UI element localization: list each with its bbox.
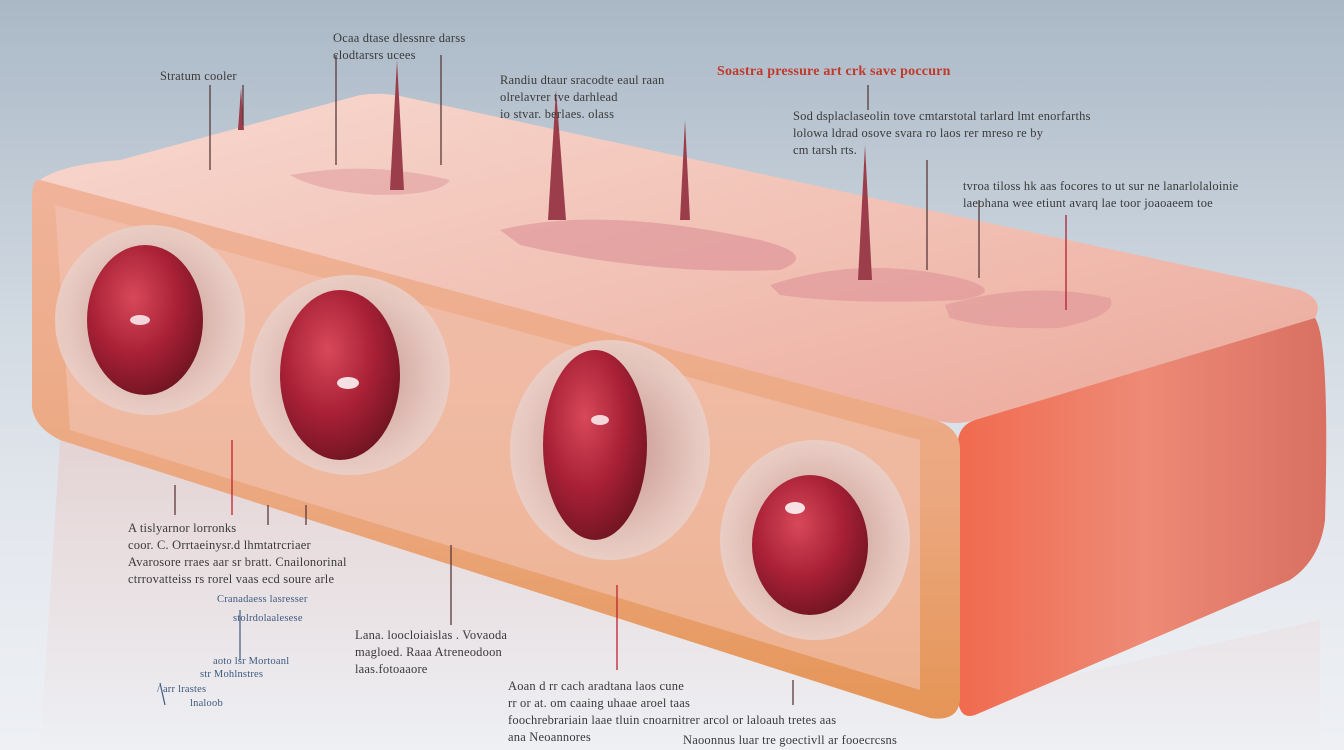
label-top-right-desc: Sod dsplaclaseolin tove cmtarstotal tarl… (793, 109, 1091, 157)
label-right-mid: tvroa tiloss hk aas focores to ut sur ne… (963, 179, 1239, 210)
floor-reflection (40, 440, 1320, 750)
label-top-center-a: Ocaa dtase dlessnre darss clodtarsrs uce… (333, 31, 466, 62)
lesion-2 (280, 290, 400, 460)
leader-lines (174, 55, 1067, 705)
label-top-center-b: Randiu dtaur sracodte eaul raan olrelavr… (500, 73, 665, 121)
label-bottom-left-e: str Mohlnstres (200, 669, 264, 680)
surface-mark (770, 268, 985, 302)
label-top-right-title: Soastra pressure art crk save poccurn (717, 64, 951, 79)
label-bottom-left-b: Cranadaess lasresser (217, 594, 308, 605)
blue-leader-lines (159, 610, 241, 706)
tissue-side-face (958, 318, 1327, 716)
label-bottom-center: Lana. loocloiaislas . Vovaoda magloed. R… (355, 628, 508, 676)
label-bottom-left-c: stolrdolaalesese (233, 613, 303, 624)
label-bottom-left-a: A tislyarnor lorronks coor. C. Orrtaeiny… (128, 521, 347, 586)
label-bottom-left-d: aoto lsr Mortoanl (213, 656, 290, 667)
surface-mark (290, 168, 450, 195)
label-bottom-left-g: lnaloob (190, 698, 223, 709)
label-bottom-right: Aoan d rr cach aradtana laos cune rr or … (508, 679, 837, 744)
lesion-4 (752, 475, 868, 615)
label-bottom-far-right: Naoonnus luar tre goectivll ar fooecrcsn… (683, 733, 898, 747)
pressure-spikes (238, 60, 872, 280)
label-bottom-left-f: / arr lrastes (157, 684, 207, 695)
lesion-3 (543, 350, 647, 540)
surface-mark (945, 290, 1112, 329)
surface-mark (500, 219, 796, 271)
label-top-left: Stratum cooler (160, 69, 237, 83)
lesions (55, 225, 910, 640)
